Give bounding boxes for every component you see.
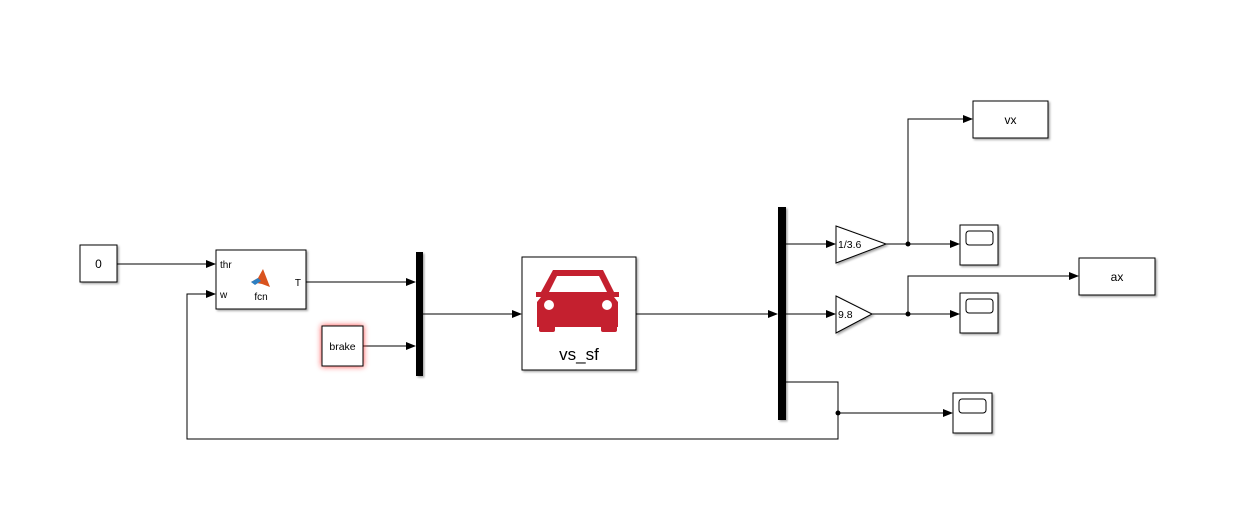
vx-label: vx: [1005, 113, 1017, 127]
port-label-thr: thr: [220, 260, 232, 271]
signal-to-ax[interactable]: [907, 272, 1079, 314]
demux-block[interactable]: [778, 207, 786, 420]
scope-block-3[interactable]: [952, 392, 993, 434]
to-workspace-ax[interactable]: ax: [1078, 257, 1156, 296]
branch-point: [905, 311, 911, 317]
to-workspace-vx[interactable]: vx: [972, 100, 1049, 139]
brake-label: brake: [329, 341, 355, 353]
vehicle-label: vs_sf: [559, 345, 599, 364]
gain-block-1[interactable]: 1/3.6: [835, 225, 888, 264]
signal-to-vx[interactable]: [907, 115, 973, 244]
branch-point: [835, 410, 841, 416]
mux-block[interactable]: [416, 252, 423, 376]
scope-block-1[interactable]: [959, 224, 999, 266]
car-icon: [536, 270, 619, 332]
scope-icon: [958, 398, 987, 414]
matlab-function-block[interactable]: thr w T fcn: [215, 249, 307, 310]
scope-block-2[interactable]: [959, 292, 999, 334]
gain1-value: 1/3.6: [838, 239, 862, 251]
port-label-w: w: [219, 290, 228, 301]
constant-block[interactable]: 0: [79, 244, 118, 283]
fcn-label: fcn: [254, 292, 267, 303]
gain2-value: 9.8: [838, 309, 853, 321]
ax-label: ax: [1111, 270, 1124, 284]
constant-value: 0: [95, 257, 102, 271]
brake-block[interactable]: brake: [321, 325, 364, 367]
vehicle-block[interactable]: vs_sf: [521, 256, 637, 371]
matlab-logo-icon: [251, 269, 270, 287]
branch-point: [905, 241, 911, 247]
gain-block-2[interactable]: 9.8: [835, 295, 874, 334]
scope-icon: [965, 298, 994, 314]
port-label-T: T: [295, 278, 301, 289]
signal-lines: [117, 115, 1079, 440]
scope-icon: [965, 230, 994, 246]
signal-feedback-w[interactable]: [186, 290, 839, 440]
